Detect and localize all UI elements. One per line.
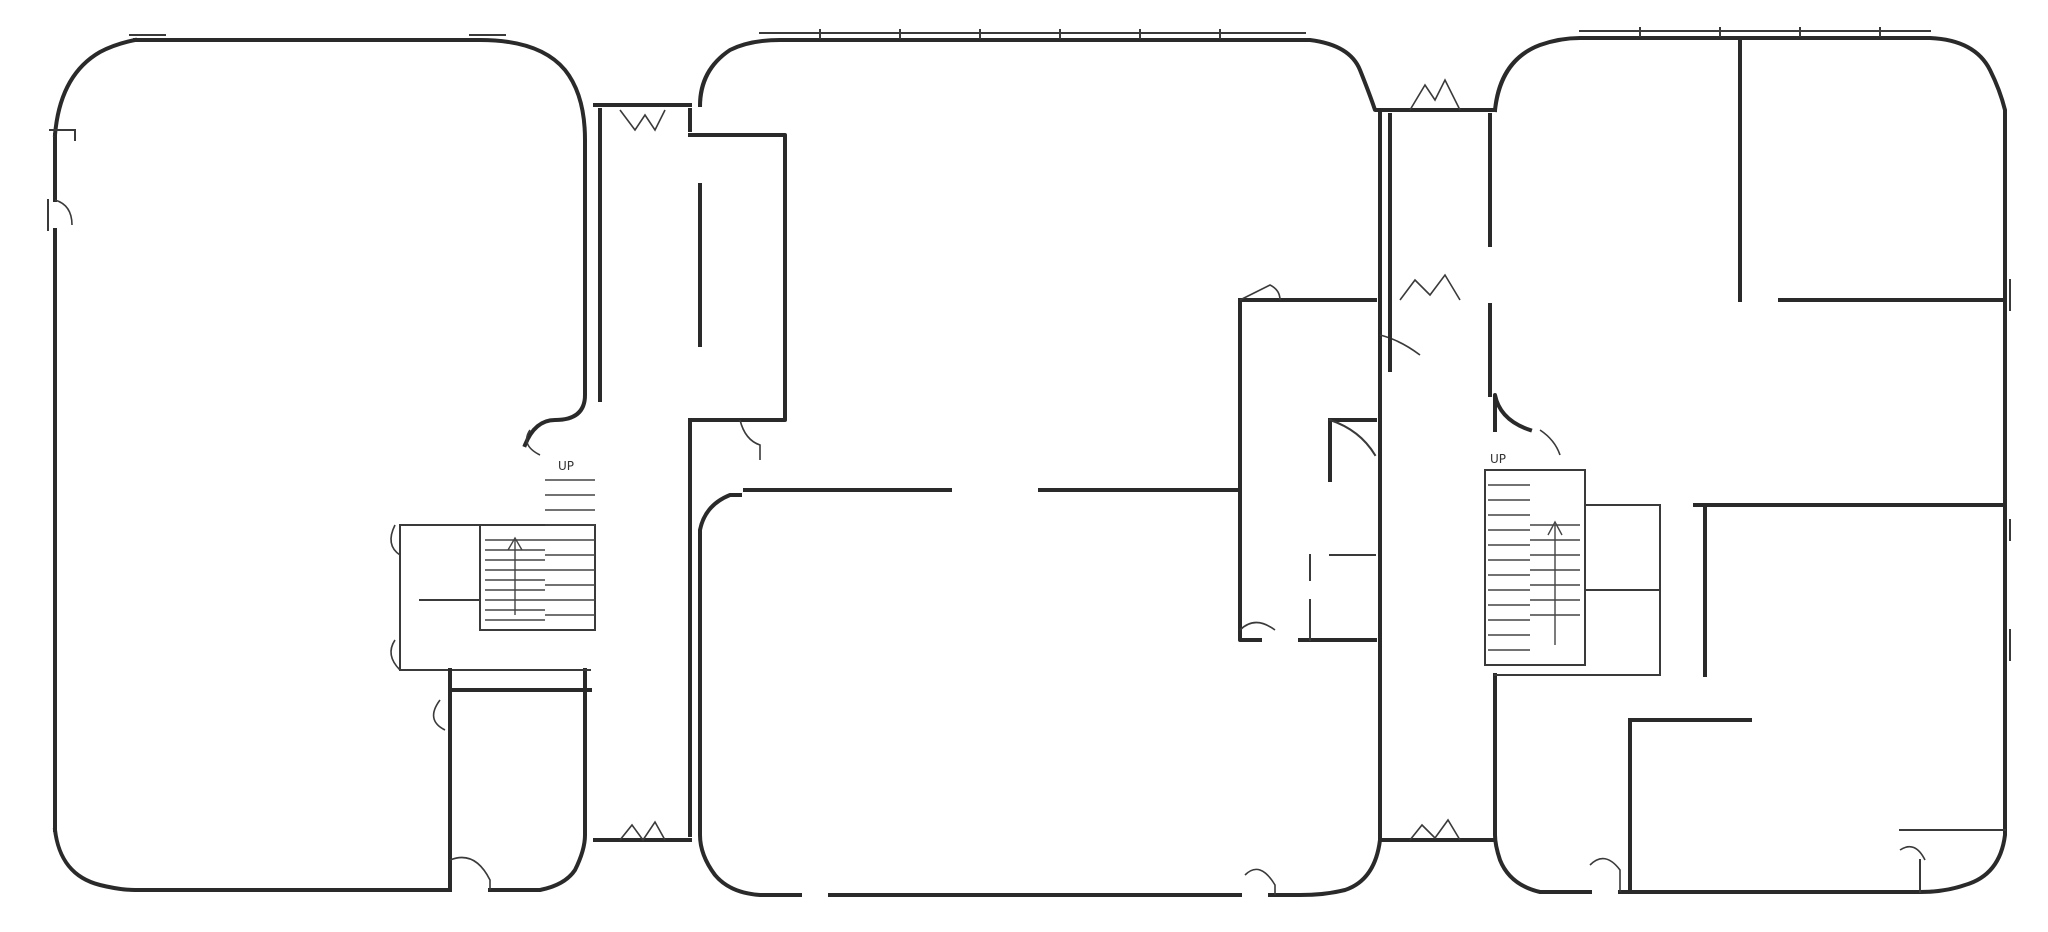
right-connector-double-door-mid bbox=[1399, 273, 1461, 301]
middle-door-swing-2 bbox=[1239, 284, 1281, 301]
right-upper-room-wall bbox=[1738, 38, 2007, 302]
right-door-swing-2 bbox=[1899, 845, 1926, 861]
middle-door-swing-1 bbox=[739, 419, 761, 460]
right-lower-room-partitions bbox=[1899, 829, 2006, 893]
right-connector-corridor bbox=[1378, 78, 1497, 842]
left-building: UP bbox=[47, 34, 596, 892]
right-stair-treads bbox=[1488, 484, 1580, 651]
middle-door-swing-3 bbox=[1239, 621, 1276, 631]
left-stair-arrow bbox=[507, 536, 523, 615]
left-wall-corner-detail bbox=[47, 34, 506, 231]
right-door-swing-3 bbox=[1539, 429, 1561, 456]
middle-building bbox=[688, 29, 1421, 897]
right-connector-walls bbox=[1388, 113, 1492, 397]
right-stair-up-label: UP bbox=[1490, 452, 1506, 466]
middle-door-swing-5 bbox=[1379, 334, 1421, 356]
right-connector-double-door-top bbox=[1409, 78, 1461, 111]
left-door-swing-3 bbox=[390, 639, 401, 671]
left-door-swing-1 bbox=[449, 856, 491, 890]
middle-storage-room-wall bbox=[688, 133, 787, 422]
left-door-swing-5 bbox=[525, 429, 541, 456]
left-stair-treads bbox=[485, 479, 595, 621]
left-connector-double-door-bottom bbox=[619, 820, 666, 842]
right-building: UP bbox=[1484, 27, 2011, 894]
left-connector-double-door-top bbox=[619, 109, 666, 132]
right-connector-double-door-bottom bbox=[1409, 818, 1461, 841]
right-top-window-ticks bbox=[1579, 27, 1931, 37]
right-stair-landing bbox=[1494, 504, 1661, 676]
left-lower-room-wall bbox=[448, 668, 592, 892]
right-stair-enclosure bbox=[1484, 469, 1586, 666]
left-building-outer-wall bbox=[52, 37, 587, 892]
left-door-swing-2 bbox=[390, 524, 401, 556]
right-door-swing-1 bbox=[1589, 857, 1621, 892]
left-connector-walls bbox=[598, 108, 692, 837]
middle-right-room-wall bbox=[1238, 298, 1377, 642]
right-stair-arrow bbox=[1547, 520, 1563, 645]
right-middle-divider bbox=[1693, 503, 2007, 677]
right-building-outer-wall bbox=[1492, 36, 2007, 894]
left-stair-landing bbox=[399, 524, 591, 671]
left-stair-enclosure bbox=[479, 524, 596, 631]
left-stair-up-label: UP bbox=[558, 459, 574, 473]
right-lower-room-wall bbox=[1628, 718, 1752, 894]
middle-door-swing-4 bbox=[1244, 868, 1276, 895]
left-exterior-door bbox=[54, 199, 73, 226]
middle-top-window-ticks bbox=[759, 29, 1306, 39]
middle-building-outer-wall bbox=[697, 38, 1382, 897]
left-door-swing-4 bbox=[432, 699, 446, 731]
left-connector-corridor bbox=[593, 103, 692, 842]
middle-right-room-partitions bbox=[1309, 418, 1377, 641]
